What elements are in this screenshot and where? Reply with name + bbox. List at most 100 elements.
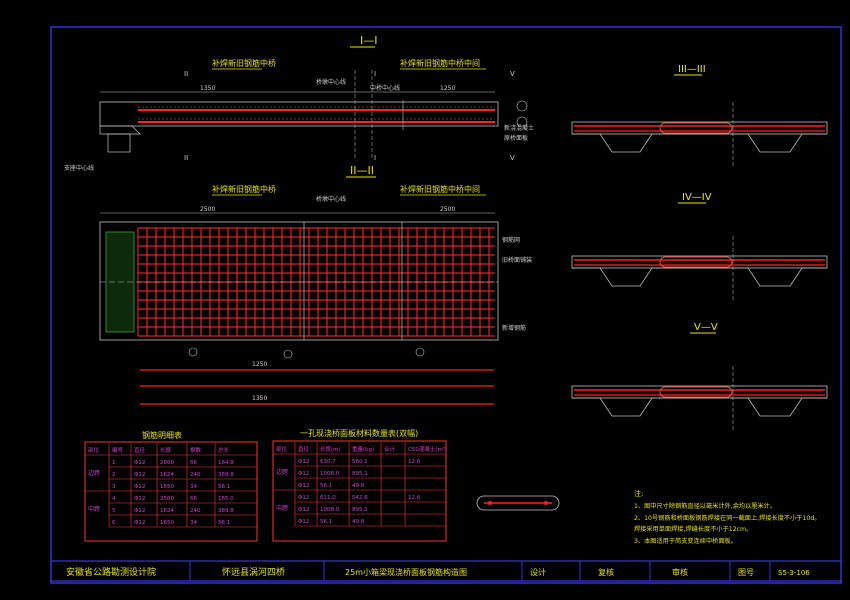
section-1-1: I—I 补焊新旧钢筋中桥 补焊新旧钢筋中桥中间 桥墩中心线 中桥中心线 1350…: [64, 34, 534, 172]
table-group-label: 边跨: [88, 469, 100, 477]
table-group-label: 中跨: [88, 505, 100, 513]
table-cell: 4: [112, 496, 116, 502]
table-cell: Φ12: [134, 460, 145, 466]
table-cell: 2800: [160, 460, 174, 466]
rebar-table-title: 钢筋明细表: [142, 430, 182, 440]
section-4-4-profile: [571, 236, 828, 300]
bridge-center-label: 桥墩中心线: [316, 78, 346, 86]
table-cell: 1650: [160, 484, 174, 490]
girder-outline: [572, 397, 827, 417]
review-label: 复核: [598, 567, 614, 577]
new-rebar-label: 新增钢筋: [502, 324, 526, 332]
table-cell: 240: [190, 472, 201, 478]
table-cell: Φ12: [134, 508, 145, 514]
table-header-cell: 长度(m): [320, 445, 341, 453]
table-group-label: 中跨: [276, 504, 288, 512]
section-5-5-title: V—V: [694, 322, 718, 333]
table-cell: 1624: [160, 508, 174, 514]
mark-ii-top: II: [184, 70, 188, 78]
left-weld-label: 补焊新旧钢筋中桥: [212, 58, 276, 68]
old-slab-label: 原桥面板: [504, 134, 528, 142]
table-cell: Φ12: [134, 484, 145, 490]
joint-rebar-loop: [659, 256, 733, 268]
section-4-4: IV—IV: [571, 192, 828, 300]
table-header-cell: 部位: [276, 445, 288, 453]
table-header-cell: 直径: [134, 446, 146, 454]
old-deck-label: 旧桥面铺装: [502, 256, 532, 264]
table-header-cell: 部位: [88, 446, 100, 454]
table-cell: Φ12: [298, 459, 309, 465]
dim-6: 1350: [252, 395, 267, 402]
table-cell: 34: [190, 484, 197, 490]
drawing-frame: [50, 26, 842, 584]
notes: 注: 1、图中尺寸除钢筋直径以毫米计外,余均以厘米计。 2、10号钢筋和桥面板钢…: [634, 489, 820, 545]
table-cell: 165.0: [218, 496, 234, 502]
table-cell: Φ12: [298, 471, 309, 477]
table-cell: 895.1: [352, 471, 368, 477]
table-cell: 49.8: [352, 519, 365, 525]
table-header-cell: 总长: [218, 446, 230, 454]
section-1-1-title: I—I: [360, 34, 378, 47]
mark-v-bottom: V: [510, 154, 515, 162]
table-cell: 56.1: [320, 483, 332, 489]
deck-slab: [571, 385, 828, 399]
mark-i-top: I: [374, 70, 376, 78]
mark-ii-bottom: II: [184, 154, 188, 162]
rebar-net-label: 钢筋网: [502, 236, 520, 244]
drawing-no: S5-3-106: [778, 569, 810, 577]
dim-5: 1250: [252, 361, 267, 368]
table-header-cell: 长度: [160, 446, 172, 454]
deck-slab: [571, 255, 828, 269]
mark-i-bottom: I: [374, 154, 376, 162]
table-header-cell: C50混凝土(m³): [408, 445, 447, 453]
table-cell: 389.8: [218, 508, 234, 514]
table-header-cell: 合计: [384, 445, 396, 453]
table-cell: 1008.0: [320, 471, 340, 477]
table-cell: Φ12: [298, 483, 309, 489]
table-cell: 66: [190, 460, 197, 466]
table-cell: 611.0: [320, 495, 336, 501]
table-cell: 34: [190, 520, 197, 526]
rebar-detail: [476, 495, 560, 511]
table-cell: Φ12: [298, 507, 309, 513]
table-cell: 1650: [160, 520, 174, 526]
girder-outline: [572, 133, 827, 153]
table-cell: 5: [112, 508, 116, 514]
drawing-no-label: 图号: [738, 568, 754, 577]
drawing-name: 25m小箱梁现浇桥面板钢筋构造图: [345, 567, 467, 577]
table-cell: 6: [112, 520, 116, 526]
seg-mid-label: 中桥中心线: [370, 84, 400, 92]
note-line-4: 3、本图适用于简支变连续中桥面板。: [634, 537, 737, 545]
right-weld-label: 补焊新旧钢筋中桥中间: [400, 58, 480, 68]
table-cell: 49.8: [352, 483, 365, 489]
dim-3: 2500: [200, 206, 215, 213]
approve-label: 审核: [672, 567, 688, 577]
table-header-cell: 直径: [298, 445, 310, 453]
table-header-cell: 根数: [190, 446, 202, 454]
table-header-cell: 重量(kg): [352, 445, 374, 453]
joint-rebar-loop: [659, 122, 733, 134]
table-cell: 3: [112, 484, 116, 490]
table-cell: 1624: [160, 472, 174, 478]
dim-1: 1350: [200, 85, 215, 92]
table-cell: 2500: [160, 496, 174, 502]
material-table-title: 一孔现浇桥面板材料数量表(双幅): [300, 428, 418, 438]
section-2-2-title: II—II: [350, 164, 374, 177]
girder-outline: [572, 267, 827, 287]
table-cell: 184.8: [218, 460, 234, 466]
table-cell: 56.1: [218, 484, 230, 490]
table-cell: Φ12: [134, 496, 145, 502]
material-table: 一孔现浇桥面板材料数量表(双幅) 部位 直径 长度(m) 重量(kg) 合计 C50混凝土…: [272, 428, 447, 542]
section-3-3: III—III: [571, 64, 828, 166]
title-block: 安徽省公路勘测设计院 怀远县涡河四桥 25m小箱梁现浇桥面板钢筋构造图 设计 复…: [50, 560, 842, 582]
section-4-4-title: IV—IV: [682, 192, 712, 203]
table-cell: 630.7: [320, 459, 336, 465]
joint-rebar-loop: [659, 386, 733, 398]
section-5-5: V—V: [571, 322, 828, 430]
table-cell: 66: [190, 496, 197, 502]
section-3-3-title: III—III: [678, 64, 706, 75]
table-group-label: 边跨: [276, 468, 288, 476]
